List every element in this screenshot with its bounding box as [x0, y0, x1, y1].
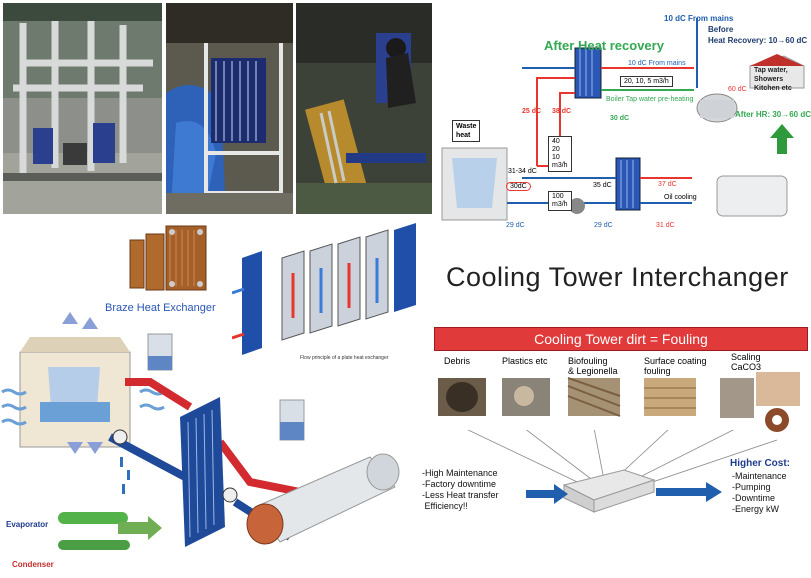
mid-from-mains-label: 10 dC From mains [628, 60, 686, 67]
flows-col: 40 20 10 m3/h [548, 136, 572, 172]
before-hr-label: Before [708, 25, 734, 34]
t-29-left: 29 dC [506, 222, 525, 229]
fouling-network: -High Maintenance -Factory downtime -Les… [422, 430, 806, 573]
flow-100: 100 m3/h [548, 191, 572, 211]
fouling-categories: Debris Plastics etc Biofouling & Legione… [434, 352, 806, 432]
t-35: 35 dC [593, 182, 612, 189]
higher-cost-title: Higher Cost: [730, 458, 790, 469]
photo-heat-exchanger-install [166, 3, 293, 214]
t-38: 38 dC [552, 108, 572, 115]
category-scaling-label: Scaling CaCO3 [731, 352, 762, 372]
heat-recovery-diagram: 10 dC From mains After Heat recovery Bef… [432, 8, 811, 244]
after-hr-title: After Heat recovery [544, 38, 664, 53]
condenser-label: Condenser [12, 560, 54, 569]
t-30c: 30dC [506, 182, 531, 191]
plate-flow-diagram [231, 223, 430, 355]
photo-pipework [3, 3, 162, 214]
t-60: 60 dC [728, 86, 747, 93]
tower-interchanger-diagram: Evaporator Condenser [0, 312, 410, 573]
t-25: 25 dC [522, 108, 542, 115]
before-hr-value: Heat Recovery: 10→60 dC [708, 36, 808, 45]
category-debris-label: Debris [444, 356, 471, 366]
t-37: 37 dC [658, 181, 677, 188]
category-biofouling-label: Biofouling & Legionella [568, 356, 618, 376]
t-30-left: 30 dC [610, 115, 630, 122]
t-31: 31 dC [656, 222, 675, 229]
fouling-header-text: Cooling Tower dirt = Fouling [534, 331, 708, 347]
left-effects: -High Maintenance -Factory downtime -Les… [422, 468, 499, 511]
preheat-label: Boiler Tap water pre-heating [606, 96, 694, 103]
right-effects: -Maintenance -Pumping -Downtime -Energy … [732, 471, 787, 514]
braze-exchanger-image [110, 222, 215, 294]
category-surface-label: Surface coating fouling [644, 356, 707, 376]
braze-label: Braze Heat Exchanger [105, 302, 216, 314]
top-from-mains-label: 10 dC From mains [664, 14, 734, 23]
oil-cooling-label: Oil cooling [664, 194, 697, 201]
t-31-34: 31-34 dC [508, 168, 537, 175]
evaporator-label: Evaporator [6, 520, 49, 529]
category-plastics-label: Plastics etc [502, 356, 548, 366]
t-29-right: 29 dC [594, 222, 613, 229]
main-title: Cooling Tower Interchanger [446, 262, 789, 292]
waste-heat-label: Waste heat [452, 120, 481, 142]
photo-maintenance-worker [296, 3, 432, 214]
fouling-header: Cooling Tower dirt = Fouling [434, 327, 808, 351]
flow-box: 20, 10, 5 m3/h [620, 76, 673, 87]
tap-water-label: Tap water, Showers Kitchen etc [754, 67, 792, 92]
plate-flow-caption: Flow principle of a plate heat exchanger [300, 355, 389, 361]
after-hr-label: After HR: 30→60 dC [735, 110, 811, 119]
